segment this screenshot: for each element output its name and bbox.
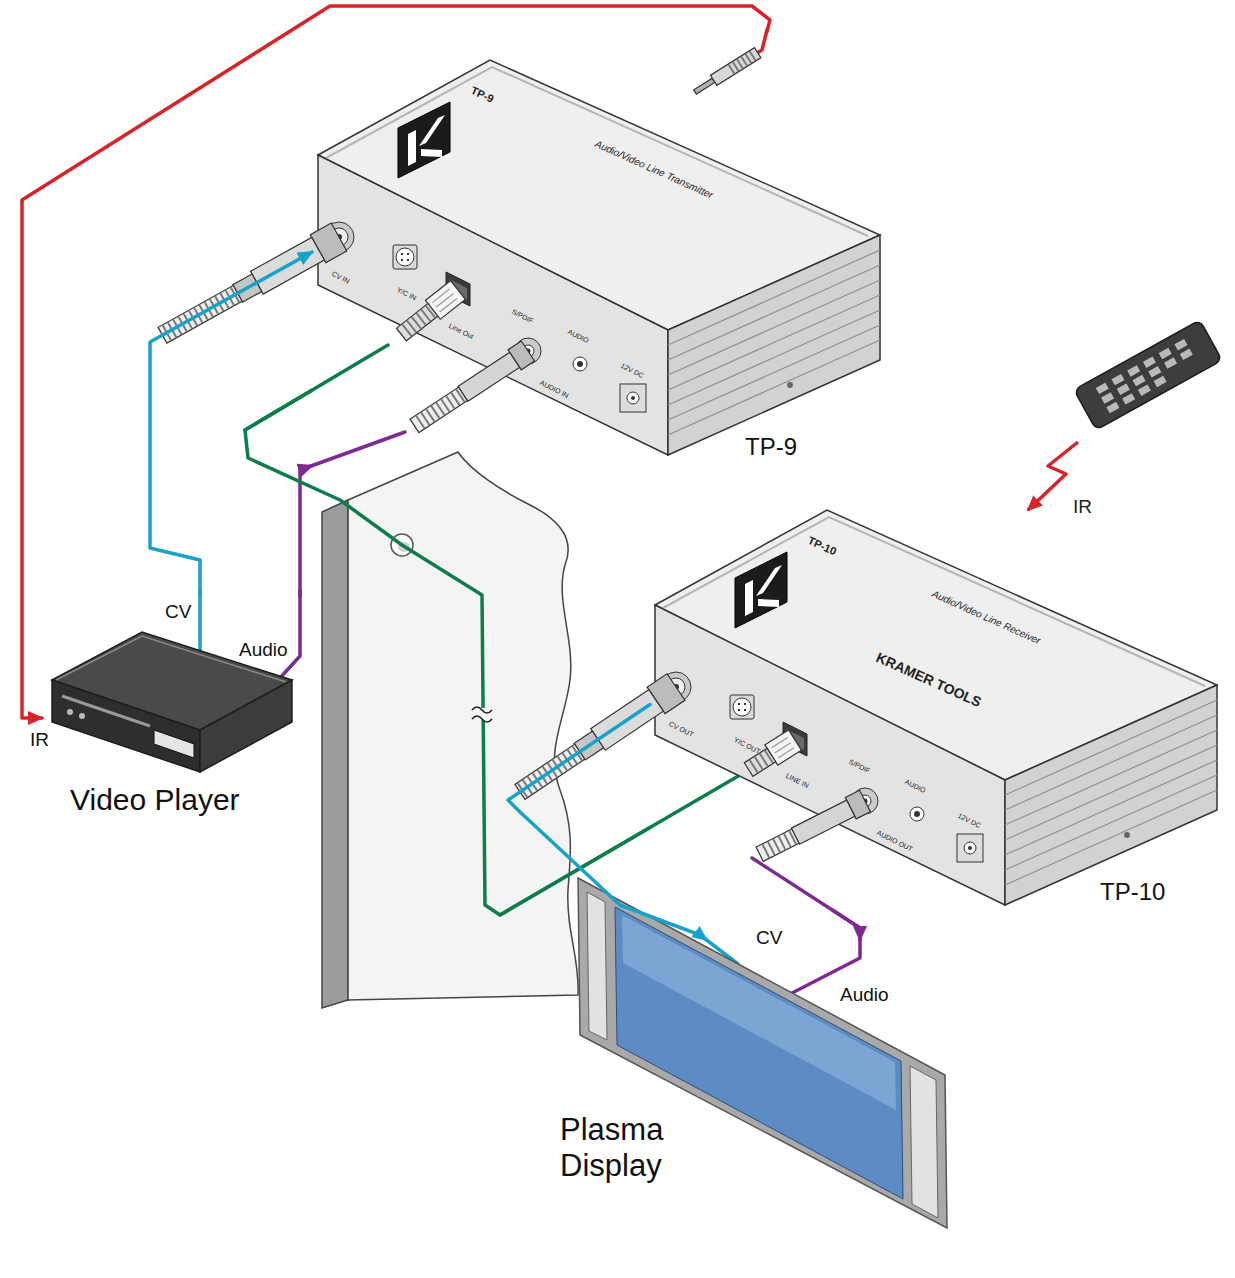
plug-part [410, 387, 467, 432]
plug-part [756, 829, 799, 861]
signal-label: IR [28, 729, 51, 751]
plasma-display: Plasma Display [555, 940, 950, 1230]
panel-label: AUDIO IN [539, 379, 570, 400]
plugs [155, 48, 871, 865]
rca-plug [408, 341, 535, 436]
plug-grip [416, 395, 461, 425]
rj45-plug [742, 730, 801, 780]
device-name: Plasma Display [560, 1112, 710, 1183]
ir-beam [1028, 442, 1078, 510]
signal-cable [22, 6, 770, 718]
cable-stub [280, 590, 300, 678]
player-button [79, 713, 85, 719]
signal-cable [832, 910, 860, 940]
device-top-label: Audio/Video Line Transmitter [593, 138, 714, 201]
plug-part [791, 800, 854, 844]
cable-break [475, 708, 492, 720]
signal-label: Audio [237, 639, 290, 661]
display-side-bar [587, 892, 607, 1040]
signal-label: CV [754, 927, 784, 949]
device-top-label: Audio/Video Line Receiver [930, 588, 1042, 646]
signal-cable [508, 704, 707, 940]
remote-buttons [1096, 339, 1198, 413]
wall [348, 452, 578, 1000]
panel-label: AUDIO OUT [876, 829, 914, 853]
device-name: TP-9 [745, 433, 797, 461]
plug-grip [731, 54, 756, 70]
panel-label: CV OUT [667, 720, 694, 739]
signal-label: CV [163, 601, 193, 623]
remote-body [1074, 320, 1222, 430]
device-name: Video Player [70, 783, 240, 818]
device-top-label: TP-10 [806, 534, 838, 557]
plug-part [772, 738, 794, 758]
plug-grip [403, 311, 431, 333]
plug-part [710, 48, 760, 86]
signal-cable [245, 390, 650, 915]
brand-label: KRAMER TOOLS [874, 650, 984, 710]
disc-slot [62, 696, 150, 726]
receiver-drawing [655, 510, 1217, 905]
ir-emitter-plug [692, 48, 761, 97]
panel-label: LINE IN [785, 772, 810, 790]
display-side-bar [910, 1066, 938, 1218]
cable-break [472, 707, 492, 713]
player-display [154, 730, 194, 758]
player-front [52, 680, 200, 772]
panel-label: Y/C OUT [732, 736, 761, 756]
panel-label: S/PDIF [511, 308, 535, 325]
plug-part [396, 304, 437, 341]
plug-part [694, 78, 715, 94]
cable-stub [198, 590, 202, 656]
plug-grip [761, 837, 793, 853]
panel-label: CV IN [330, 270, 350, 285]
panel-label: S/PDIF [848, 758, 872, 775]
transmitter-drawing [318, 60, 880, 455]
transmitter-unit: TP-9 [312, 32, 884, 468]
plug-part [458, 352, 520, 401]
cable-stub [300, 432, 405, 470]
panel-label: 12V DC [619, 362, 644, 380]
receiver-unit: TP-10 [650, 498, 1225, 910]
signal-cable [150, 252, 312, 596]
device-top-label: TP-9 [469, 84, 496, 105]
screen-glare [622, 915, 896, 1110]
wall-edge [322, 500, 348, 1008]
plug-grip [750, 756, 769, 768]
rj45-plug [394, 281, 465, 344]
panel-label: AUDIO [567, 328, 590, 345]
signal-label: IR [1073, 497, 1092, 518]
video-player: Video Player [42, 596, 304, 828]
panel-label: AUDIO [904, 778, 927, 795]
video-player-drawing [52, 632, 292, 772]
rca-plug [754, 790, 870, 865]
player-button [67, 709, 73, 715]
panel-label: Line Out [448, 322, 475, 341]
panel-label: Y/C IN [395, 286, 417, 302]
remote-control [1074, 320, 1222, 430]
player-side [200, 680, 292, 772]
device-name: TP-10 [1100, 878, 1165, 906]
plug-part [432, 289, 457, 312]
panel-label: 12V DC [956, 812, 981, 830]
cable-break [472, 716, 492, 722]
signal-label: Audio [838, 984, 891, 1006]
plug-part [744, 748, 775, 776]
